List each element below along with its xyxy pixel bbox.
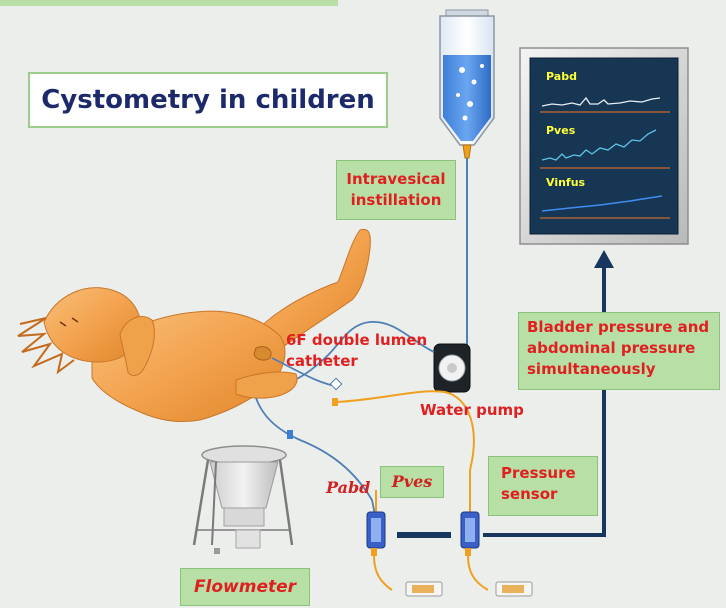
label-pressure-sensor: Pressure sensor (488, 456, 598, 516)
infusion-bag (439, 9, 495, 159)
water-pump (433, 343, 471, 393)
label-catheter: 6F double lumen catheter (286, 331, 428, 370)
monitor-label-pves: Pves (546, 124, 576, 137)
abd-catheter-connector (287, 430, 293, 439)
monitor-label-pabd: Pabd (546, 70, 577, 83)
label-bladder-pressure: Bladder pressure and abdominal pressure … (518, 312, 720, 390)
label-flowmeter: Flowmeter (180, 568, 310, 606)
flowmeter (192, 445, 294, 554)
signal-arrow-head (594, 250, 614, 268)
monitor-label-vinfus: Vinfus (546, 176, 586, 189)
catheter-line (271, 357, 336, 387)
label-water-pump: Water pump (420, 401, 524, 419)
label-pves: Pves (380, 466, 444, 498)
urodynamic-monitor (519, 47, 689, 245)
catheter-junction (332, 398, 338, 406)
pressure-transducers (366, 511, 533, 597)
pump-to-catheter-tube (291, 321, 435, 382)
child-figure (17, 228, 371, 423)
page-title: Cystometry in children (28, 72, 388, 128)
pves-line (335, 390, 475, 520)
top-green-strip (0, 0, 338, 6)
catheter-connector (329, 377, 343, 391)
pabd-line-upper (255, 397, 377, 521)
label-pabd: Pabd (326, 478, 371, 497)
label-intravesical-instillation: Intravesical instillation (336, 160, 456, 220)
